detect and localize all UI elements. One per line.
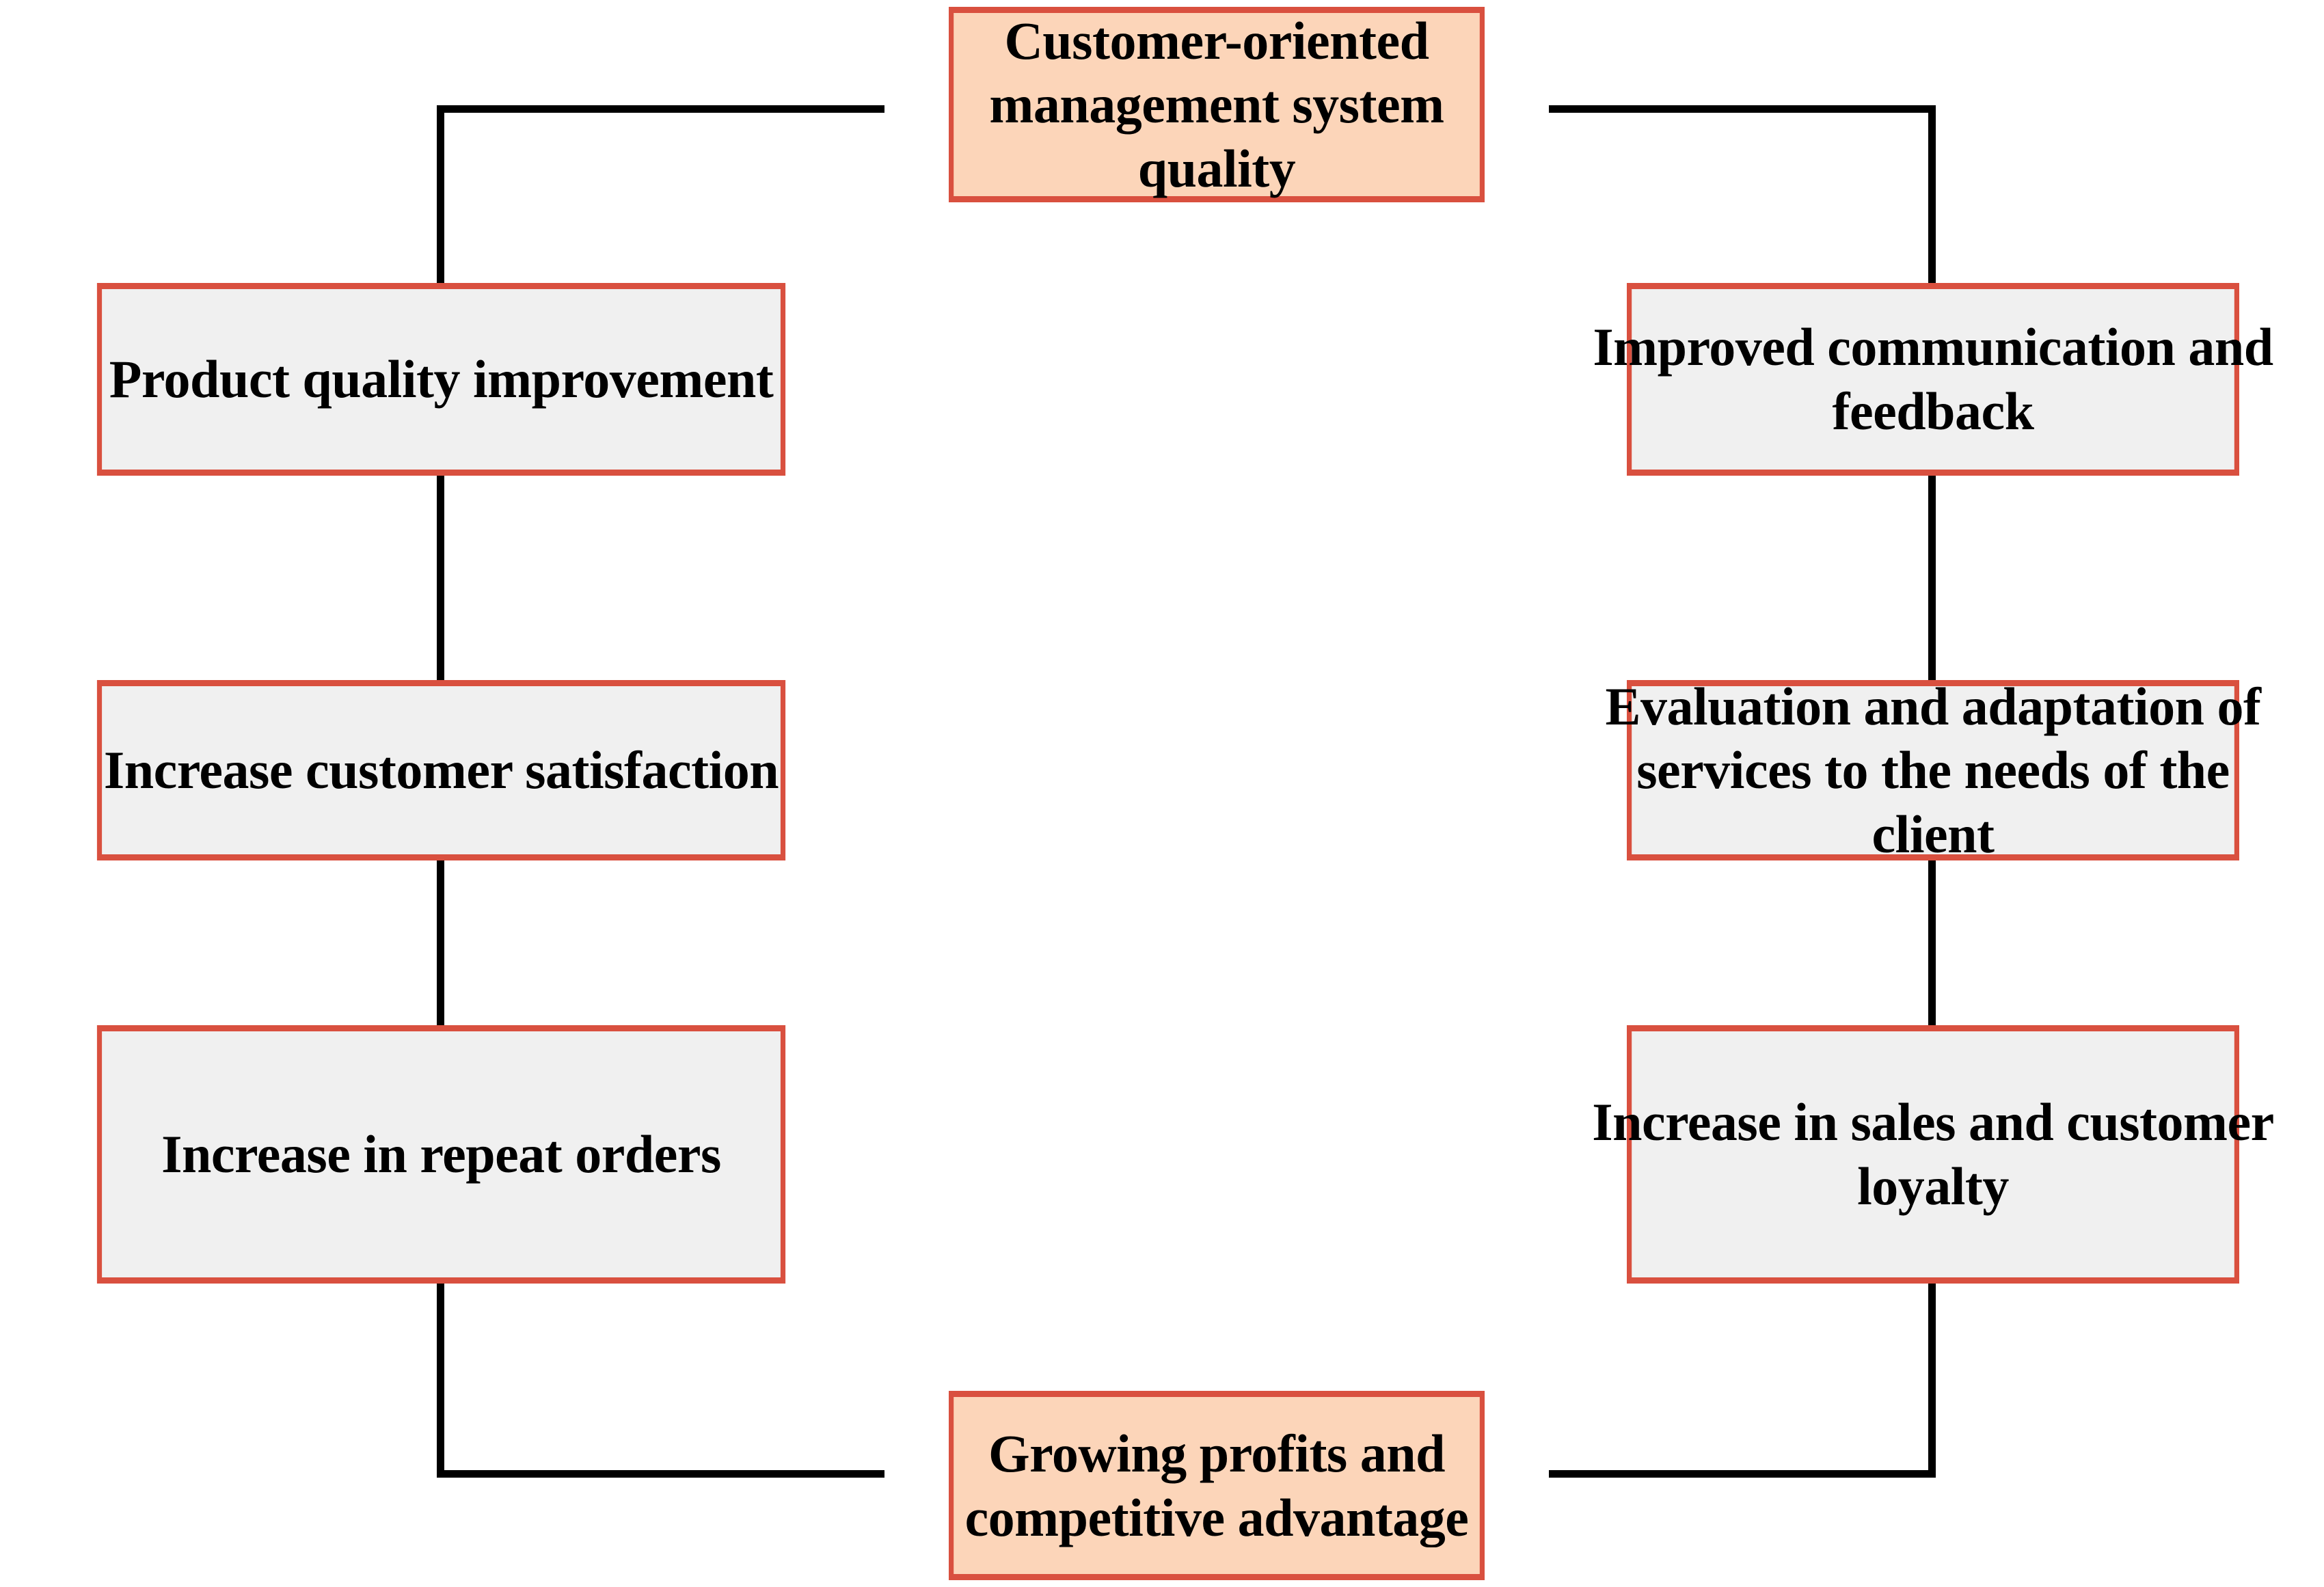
node-right-2-label: Evaluation and adaptation of services to… [1605, 676, 2261, 864]
node-customer-oriented-management-system-quality[interactable]: Customer-oriented management system qual… [949, 7, 1485, 202]
node-right-3-label: Increase in sales and customer loyalty [1592, 1092, 2274, 1216]
node-top-label: Customer-oriented management system qual… [989, 10, 1444, 198]
connector-top-to-right-trunk [1549, 105, 1936, 113]
node-right-1-label: Improved communication and feedback [1593, 317, 2273, 441]
node-left-3-label: Increase in repeat orders [161, 1124, 721, 1184]
node-improved-communication-and-feedback[interactable]: Improved communication and feedback [1593, 283, 2273, 476]
node-growing-profits-and-competitive-advantage[interactable]: Growing profits and competitive advantag… [949, 1391, 1485, 1580]
node-increase-in-repeat-orders[interactable]: Increase in repeat orders [96, 1025, 786, 1284]
node-increase-in-sales-and-customer-loyalty[interactable]: Increase in sales and customer loyalty [1592, 1025, 2274, 1284]
connector-right-trunk-to-bottom [1549, 1470, 1936, 1478]
node-increase-customer-satisfaction[interactable]: Increase customer satisfaction [96, 680, 786, 860]
node-product-quality-improvement[interactable]: Product quality improvement [96, 283, 786, 476]
connector-left-trunk-to-bottom [437, 1470, 884, 1478]
node-left-2-label: Increase customer satisfaction [103, 740, 779, 800]
node-bottom-label: Growing profits and competitive advantag… [964, 1423, 1469, 1547]
connector-top-to-left-trunk [437, 105, 884, 113]
node-evaluation-and-adaptation-of-services[interactable]: Evaluation and adaptation of services to… [1605, 677, 2261, 864]
node-left-1-label: Product quality improvement [109, 349, 774, 409]
